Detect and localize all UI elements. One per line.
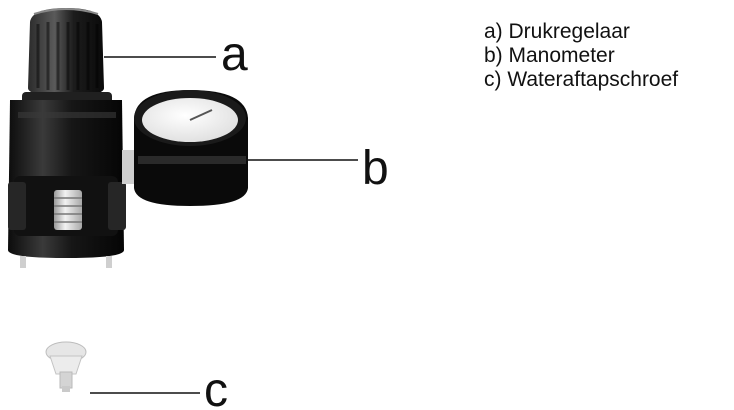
manometer-gauge	[134, 90, 248, 206]
regulator-assembly	[8, 8, 144, 268]
regulator-body	[8, 100, 126, 258]
leader-lines	[90, 56, 358, 394]
port-fitting	[54, 190, 82, 230]
legend-item-b: b) Manometer	[484, 44, 615, 67]
legend-item-a: a) Drukregelaar	[484, 20, 630, 43]
drain-screw	[45, 341, 87, 392]
parts-legend: a) Drukregelaar b) Manometer c) Wateraft…	[484, 20, 678, 92]
callout-a: a	[221, 28, 248, 81]
callout-b: b	[362, 142, 389, 195]
regulator-knob	[28, 8, 104, 96]
regulator-base	[20, 256, 112, 268]
legend-item-c: c) Wateraftapschroef	[484, 68, 679, 91]
callout-c: c	[204, 364, 228, 410]
